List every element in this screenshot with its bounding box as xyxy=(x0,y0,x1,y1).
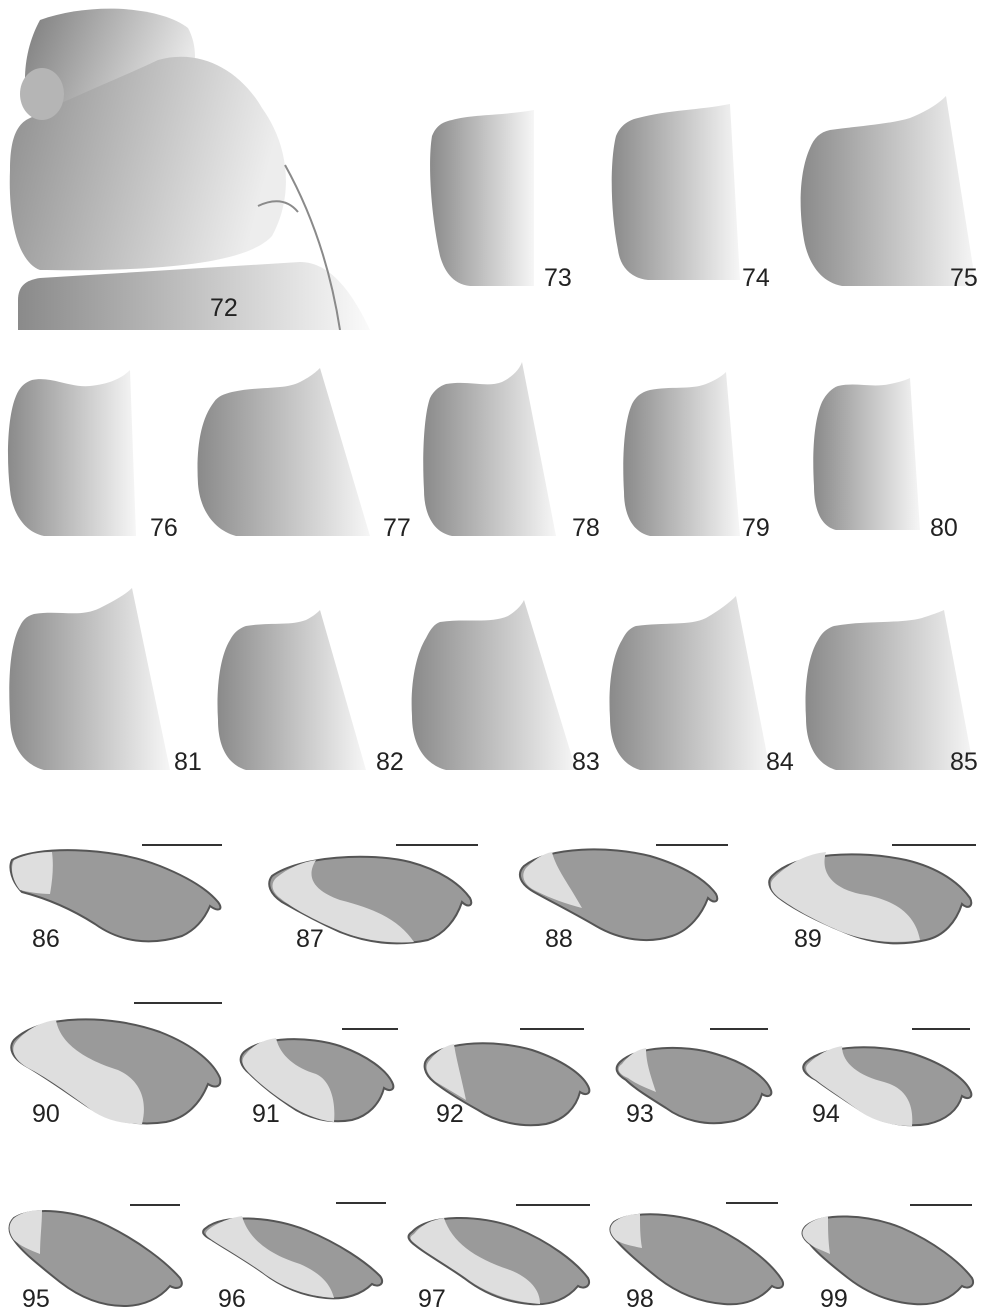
figure-97: 97 xyxy=(409,1205,590,1313)
figure-98: 98 xyxy=(610,1203,783,1313)
figure-76: 76 xyxy=(8,370,178,542)
figure-81-shape xyxy=(9,588,170,770)
figure-label-81: 81 xyxy=(174,748,202,776)
figure-label-83: 83 xyxy=(572,748,600,776)
figure-label-90: 90 xyxy=(32,1100,60,1128)
figure-96: 96 xyxy=(203,1203,386,1313)
figure-77: 77 xyxy=(198,368,411,542)
figure-label-87: 87 xyxy=(296,925,324,953)
figure-72: 72 xyxy=(10,9,370,330)
figure-82: 82 xyxy=(218,610,404,776)
figure-label-99: 99 xyxy=(820,1285,848,1313)
figure-label-76: 76 xyxy=(150,514,178,542)
figure-77-shape xyxy=(198,368,370,536)
figure-99: 99 xyxy=(803,1205,974,1313)
figure-label-95: 95 xyxy=(22,1285,50,1313)
figure-75-shape xyxy=(801,96,976,286)
figure-82-shape xyxy=(218,610,367,770)
figure-label-93: 93 xyxy=(626,1100,654,1128)
figure-98-wing-pale-area xyxy=(610,1214,642,1248)
figure-75: 75 xyxy=(801,96,978,292)
figure-87: 87 xyxy=(269,845,478,953)
figure-92: 92 xyxy=(425,1029,590,1128)
figure-label-82: 82 xyxy=(376,748,404,776)
figure-76-shape xyxy=(8,370,136,536)
figure-label-73: 73 xyxy=(544,264,572,292)
figure-label-97: 97 xyxy=(418,1285,446,1313)
figure-85-shape xyxy=(806,610,975,770)
figure-74: 74 xyxy=(612,104,770,292)
figure-72-eye xyxy=(20,68,64,120)
figure-label-91: 91 xyxy=(252,1100,280,1128)
figure-74-shape xyxy=(612,104,740,280)
figure-label-77: 77 xyxy=(383,514,411,542)
figure-72-base-segment xyxy=(18,262,370,330)
figure-85: 85 xyxy=(806,610,978,776)
figure-81: 81 xyxy=(9,588,202,776)
figure-79-shape xyxy=(623,372,740,536)
figure-label-98: 98 xyxy=(626,1285,654,1313)
figure-label-86: 86 xyxy=(32,925,60,953)
figure-label-85: 85 xyxy=(950,748,978,776)
figure-93: 93 xyxy=(617,1029,772,1128)
figure-84: 84 xyxy=(610,596,794,776)
figure-label-75: 75 xyxy=(950,264,978,292)
figure-80-shape xyxy=(813,378,920,530)
figure-84-shape xyxy=(610,596,771,770)
figure-86: 86 xyxy=(10,845,222,953)
figure-78: 78 xyxy=(423,362,600,542)
figure-83-shape xyxy=(412,600,576,770)
figure-89: 89 xyxy=(769,845,976,953)
figure-label-72: 72 xyxy=(210,294,238,322)
figure-79: 79 xyxy=(623,372,770,542)
figure-90: 90 xyxy=(11,1003,222,1128)
figure-78-shape xyxy=(423,362,556,536)
figure-label-84: 84 xyxy=(766,748,794,776)
figure-label-88: 88 xyxy=(545,925,573,953)
figure-95: 95 xyxy=(10,1205,182,1313)
figure-73: 73 xyxy=(430,110,572,292)
figure-73-shape xyxy=(430,110,534,286)
figure-label-94: 94 xyxy=(812,1100,840,1128)
figure-label-80: 80 xyxy=(930,514,958,542)
figure-88: 88 xyxy=(520,845,728,953)
figure-label-79: 79 xyxy=(742,514,770,542)
figure-label-89: 89 xyxy=(794,925,822,953)
figure-94: 94 xyxy=(803,1029,971,1128)
figure-label-78: 78 xyxy=(572,514,600,542)
figure-80: 80 xyxy=(813,378,958,542)
figure-label-92: 92 xyxy=(436,1100,464,1128)
figure-91: 91 xyxy=(241,1029,398,1128)
figure-83: 83 xyxy=(412,600,600,776)
figure-label-96: 96 xyxy=(218,1285,246,1313)
figure-label-74: 74 xyxy=(742,264,770,292)
